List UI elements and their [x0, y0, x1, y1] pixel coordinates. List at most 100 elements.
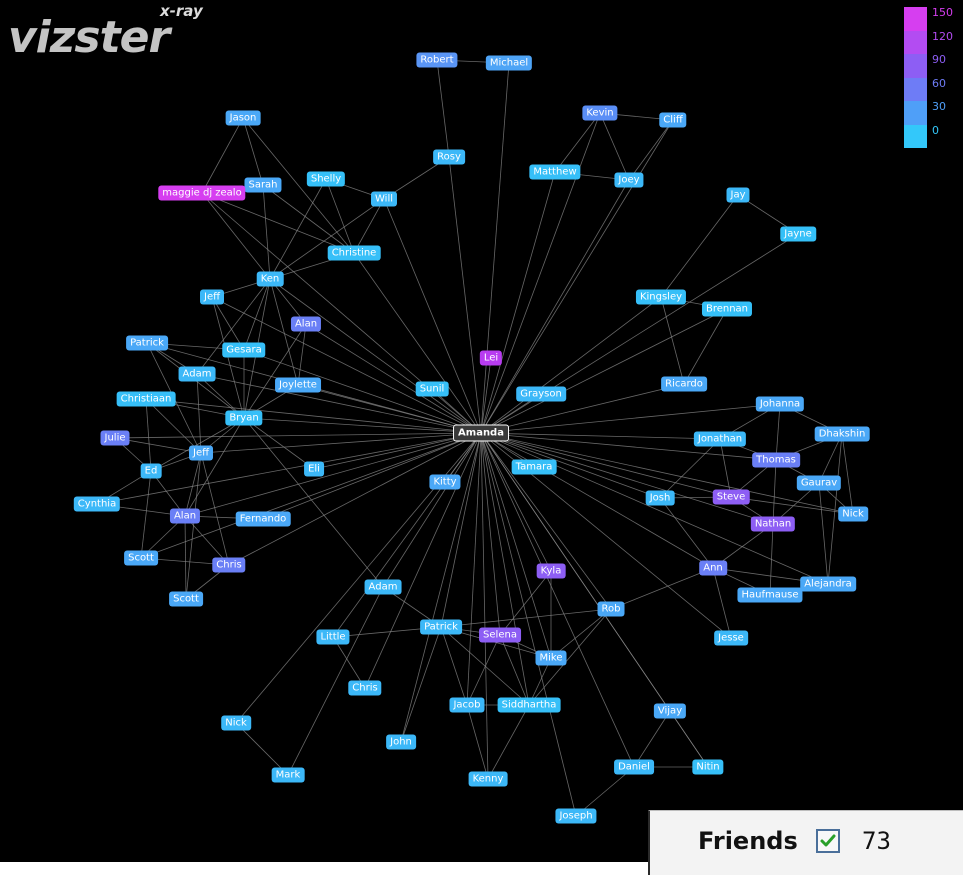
node-patrick2[interactable]: Patrick	[420, 619, 462, 635]
node-kenny[interactable]: Kenny	[468, 771, 508, 787]
friends-checkbox[interactable]	[816, 829, 840, 853]
edge-adam2-amanda	[382, 432, 482, 588]
node-chris2[interactable]: Chris	[348, 680, 382, 696]
node-ricardo[interactable]: Ricardo	[661, 376, 707, 392]
node-maggie[interactable]: maggie dj zealo	[158, 185, 246, 201]
node-matthew[interactable]: Matthew	[529, 164, 581, 180]
node-joseph[interactable]: Joseph	[555, 808, 597, 824]
edge-christiaan-ed	[145, 398, 152, 472]
node-adam2[interactable]: Adam	[364, 579, 402, 595]
edge-ann-jesse	[712, 567, 732, 639]
node-nathan[interactable]: Nathan	[750, 516, 796, 532]
edge-bryan-ed	[150, 417, 245, 472]
node-jeff2[interactable]: Jeff	[189, 445, 213, 461]
node-patrick1[interactable]: Patrick	[126, 335, 168, 351]
node-robert[interactable]: Robert	[416, 52, 458, 68]
edge-ken-amanda	[269, 278, 482, 434]
node-alejandra[interactable]: Alejandra	[800, 576, 856, 592]
node-cynthia[interactable]: Cynthia	[73, 496, 121, 512]
node-haufmause[interactable]: Haufmause	[737, 587, 803, 603]
node-ken[interactable]: Ken	[256, 271, 284, 287]
edge-alan2-scott2	[184, 515, 187, 600]
node-kingsley[interactable]: Kingsley	[635, 289, 687, 305]
node-jason[interactable]: Jason	[225, 110, 261, 126]
node-adam1[interactable]: Adam	[178, 366, 216, 382]
node-jayne[interactable]: Jayne	[780, 226, 816, 242]
node-scott2[interactable]: Scott	[169, 591, 203, 607]
node-little[interactable]: Little	[316, 629, 350, 645]
node-kevin[interactable]: Kevin	[582, 105, 618, 121]
node-steve[interactable]: Steve	[712, 489, 750, 505]
edge-vijay-daniel	[633, 710, 671, 768]
node-will[interactable]: Will	[370, 191, 398, 207]
edge-rob-siddhartha	[528, 608, 612, 706]
node-johanna[interactable]: Johanna	[755, 396, 805, 412]
node-kyla[interactable]: Kyla	[536, 563, 566, 579]
node-ann[interactable]: Ann	[699, 560, 727, 576]
node-bryan[interactable]: Bryan	[225, 410, 263, 426]
node-vijay[interactable]: Vijay	[653, 703, 687, 719]
node-selena[interactable]: Selena	[479, 627, 521, 643]
node-christiaan[interactable]: Christiaan	[116, 391, 176, 407]
node-jacob[interactable]: Jacob	[449, 697, 485, 713]
node-nitin[interactable]: Nitin	[692, 759, 724, 775]
edge-kevin-joey	[599, 112, 630, 181]
node-joylette[interactable]: Joylette	[275, 377, 321, 393]
node-jeff1[interactable]: Jeff	[200, 289, 224, 305]
node-gesara[interactable]: Gesara	[222, 342, 266, 358]
node-nick2[interactable]: Nick	[221, 715, 251, 731]
logo-subtext: x-ray	[160, 2, 203, 20]
legend-item: 60	[904, 77, 962, 101]
node-jonathan[interactable]: Jonathan	[693, 431, 747, 447]
node-daniel[interactable]: Daniel	[614, 759, 654, 775]
node-nick1[interactable]: Nick	[838, 506, 868, 522]
node-thomas[interactable]: Thomas	[752, 452, 800, 468]
legend-label: 120	[932, 29, 953, 43]
node-joey[interactable]: Joey	[614, 172, 644, 188]
node-alan2[interactable]: Alan	[169, 508, 201, 524]
node-rosy[interactable]: Rosy	[433, 149, 465, 165]
friends-filter: Friends 73	[648, 810, 963, 875]
node-sarah[interactable]: Sarah	[244, 177, 282, 193]
node-scott1[interactable]: Scott	[124, 550, 158, 566]
edge-cynthia-amanda	[96, 432, 482, 505]
edge-jonathan-josh	[659, 438, 721, 499]
node-eli[interactable]: Eli	[304, 461, 324, 477]
edge-kevin-matthew	[554, 112, 601, 173]
node-julie[interactable]: Julie	[100, 430, 130, 446]
node-lei[interactable]: Lei	[479, 350, 503, 366]
node-jay[interactable]: Jay	[726, 187, 750, 203]
node-michael[interactable]: Michael	[485, 55, 533, 71]
edge-will-christine	[353, 198, 385, 254]
node-amanda[interactable]: Amanda	[453, 424, 509, 442]
node-mark[interactable]: Mark	[271, 767, 305, 783]
node-gaurav[interactable]: Gaurav	[796, 475, 842, 491]
node-rob[interactable]: Rob	[597, 601, 625, 617]
node-siddhartha[interactable]: Siddhartha	[497, 697, 561, 713]
node-kitty[interactable]: Kitty	[429, 474, 461, 490]
edge-bryan-eli	[243, 417, 315, 470]
node-grayson[interactable]: Grayson	[516, 386, 566, 402]
node-shelly[interactable]: Shelly	[306, 171, 346, 187]
edge-jeff1-amanda	[211, 296, 482, 434]
node-ed[interactable]: Ed	[140, 463, 162, 479]
node-chris1[interactable]: Chris	[212, 557, 246, 573]
node-mike[interactable]: Mike	[535, 650, 567, 666]
legend-swatch	[904, 77, 927, 101]
node-christine[interactable]: Christine	[327, 245, 381, 261]
edge-will-ken	[269, 198, 385, 280]
node-fernando[interactable]: Fernando	[235, 511, 291, 527]
node-john[interactable]: John	[386, 734, 416, 750]
node-brennan[interactable]: Brennan	[701, 301, 753, 317]
node-dhakshin[interactable]: Dhakshin	[814, 426, 870, 442]
edge-jeff1-gesara	[211, 296, 245, 351]
node-cliff[interactable]: Cliff	[659, 112, 687, 128]
node-jesse[interactable]: Jesse	[714, 630, 748, 646]
edge-kenny-amanda	[480, 432, 489, 780]
node-sunil[interactable]: Sunil	[415, 381, 449, 397]
node-josh[interactable]: Josh	[645, 490, 675, 506]
node-tamara[interactable]: Tamara	[511, 459, 557, 475]
node-alan1[interactable]: Alan	[290, 316, 322, 332]
